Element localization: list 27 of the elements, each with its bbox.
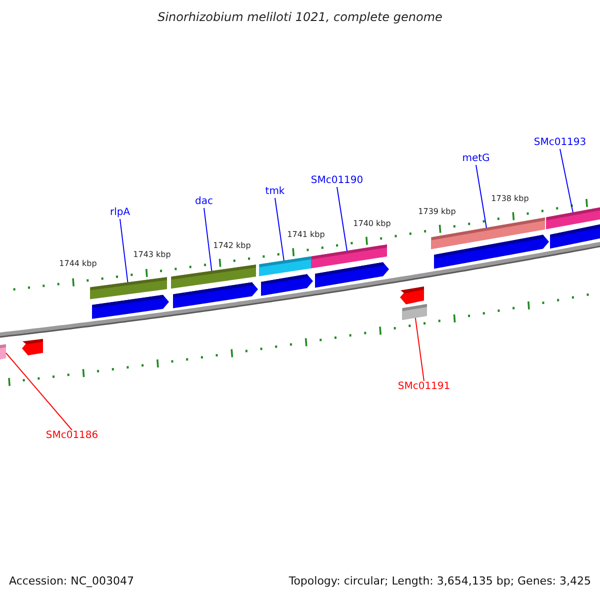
gene-label: tmk	[265, 186, 285, 198]
scale-label: 1740 kbp	[353, 219, 391, 229]
leader-line	[6, 352, 72, 430]
gene-block	[402, 304, 427, 320]
scale-label: 1742 kbp	[213, 241, 251, 251]
gene-block	[546, 206, 600, 230]
leader-line	[476, 164, 487, 228]
leader-line	[274, 198, 284, 261]
gene-label: metG	[462, 153, 490, 165]
gene-label: rlpA	[110, 207, 130, 219]
gene-label: SMc01190	[310, 175, 364, 187]
scale-label: 1738 kbp	[491, 194, 529, 204]
gene-label: SMc01193	[534, 137, 586, 149]
gene-block	[0, 344, 6, 360]
gene-label: dac	[195, 196, 213, 208]
gene-label: SMc01191	[398, 381, 450, 393]
gene-block	[90, 277, 167, 300]
gene-block	[259, 256, 311, 276]
leader-line	[560, 148, 574, 213]
leader-line	[120, 218, 128, 283]
leader-line	[414, 317, 424, 382]
footer-text: Accession: NC_003047	[9, 574, 134, 588]
leader-line	[336, 186, 348, 252]
title: Sinorhizobium meliloti 1021, complete genome	[156, 10, 444, 24]
leader-line	[204, 208, 212, 272]
gene-label: SMc01186	[46, 430, 98, 442]
footer-text: Topology: circular; Length: 3,654,135 bp; Genes: 3,425	[288, 574, 591, 588]
